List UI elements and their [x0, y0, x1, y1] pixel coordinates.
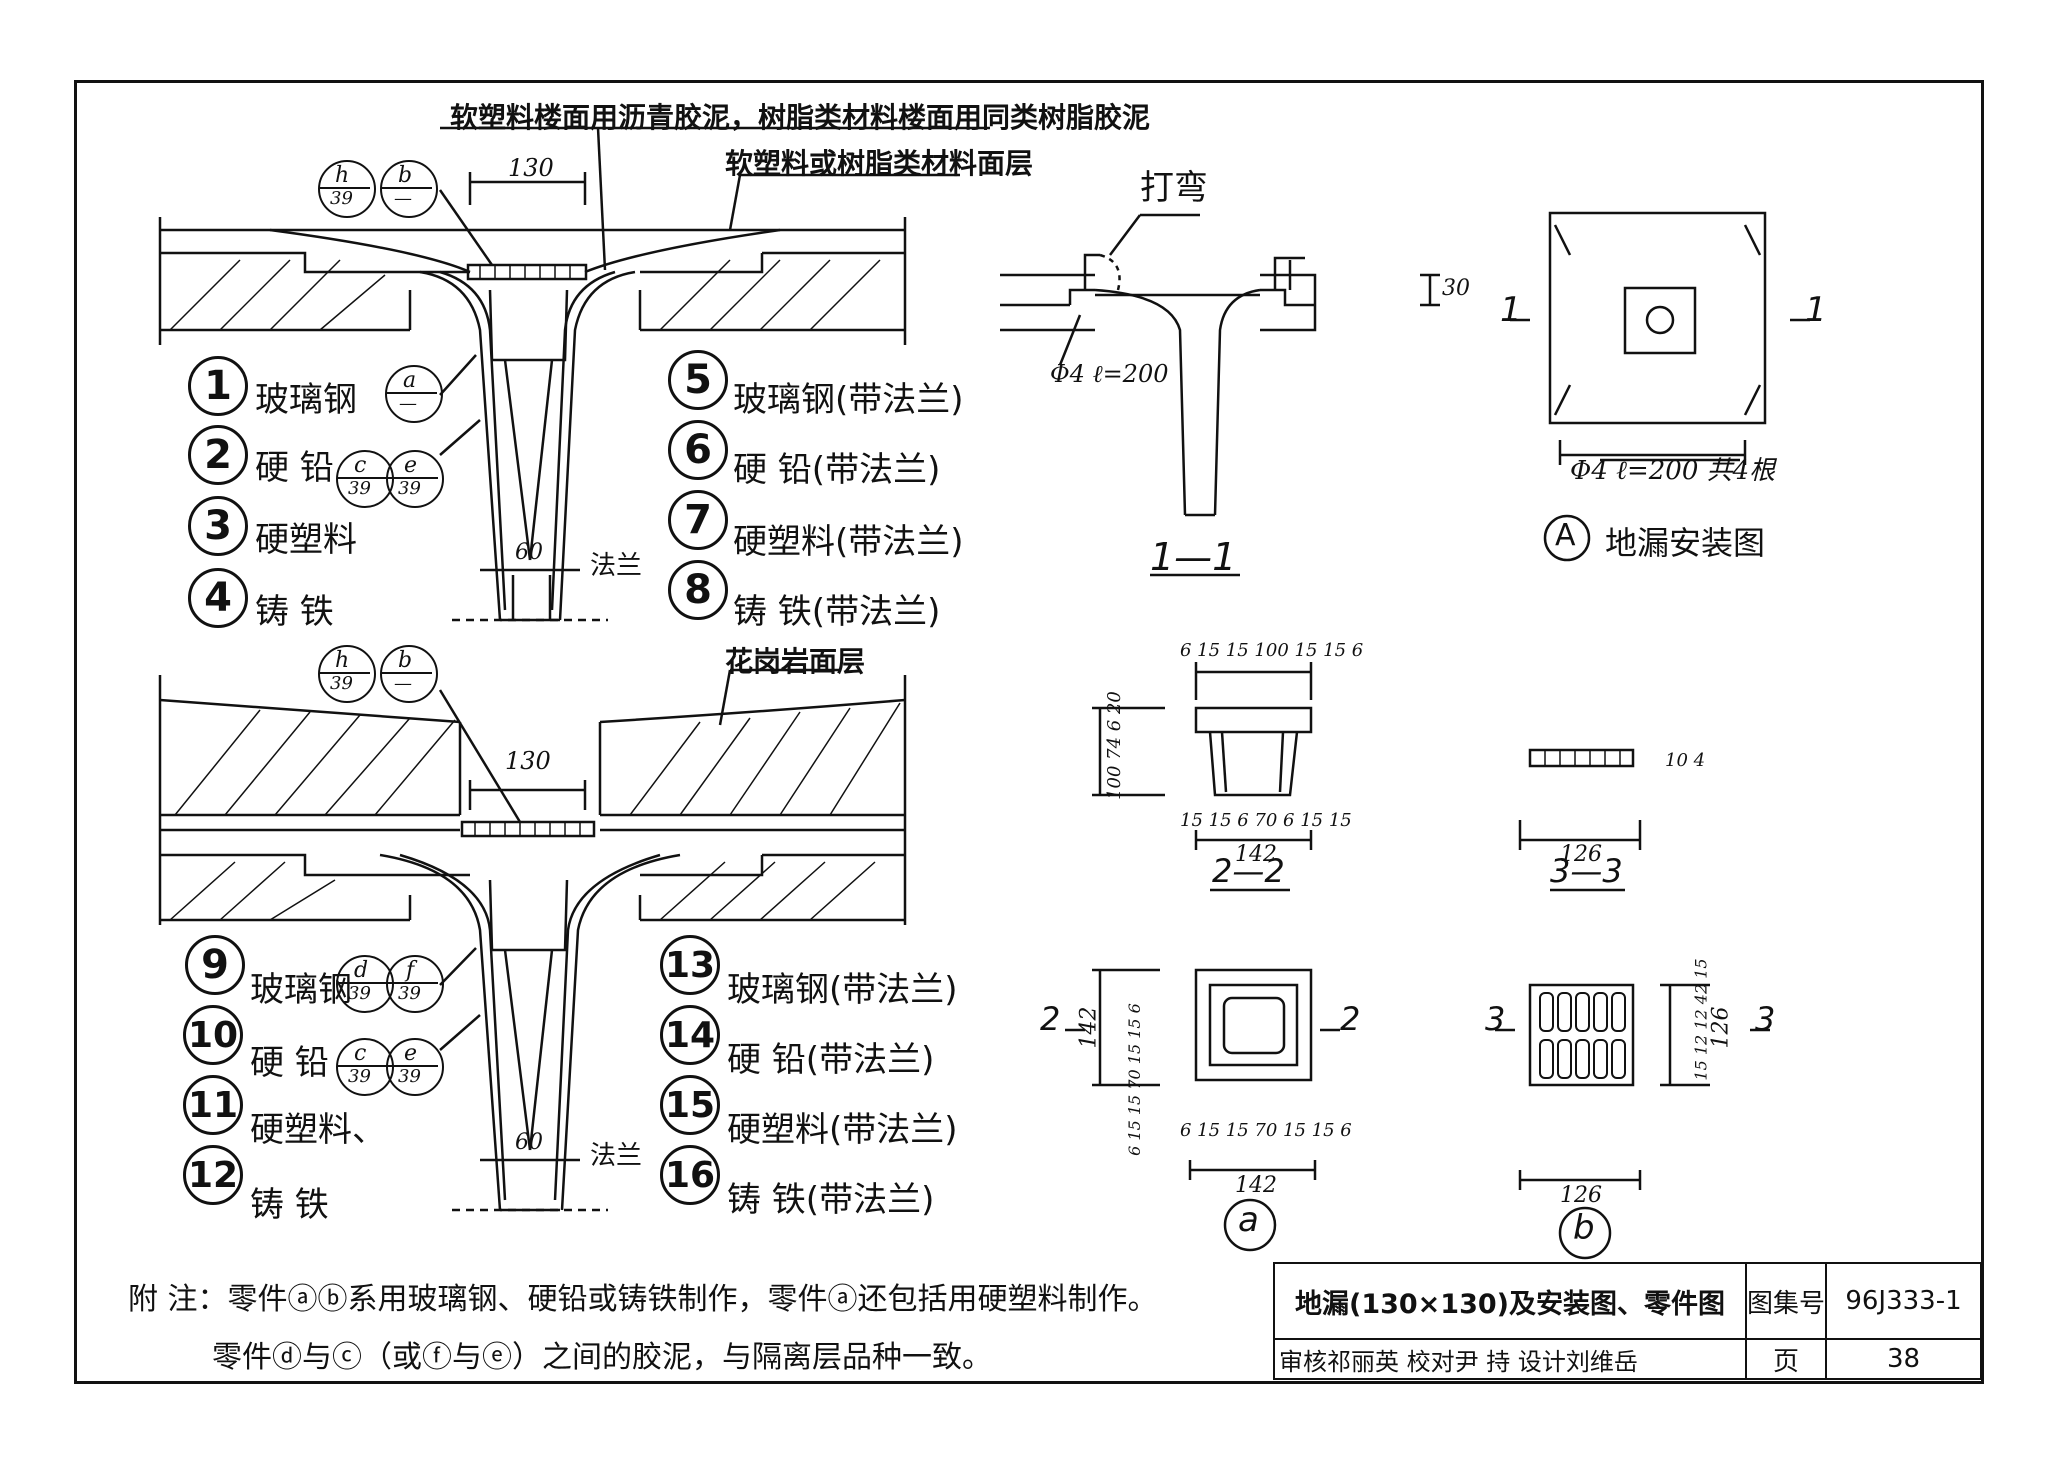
material-number: 14	[660, 1005, 720, 1065]
material-number: 15	[660, 1075, 720, 1135]
lower-floor-section	[158, 668, 907, 1212]
material-number: 10	[183, 1005, 243, 1065]
b-width: 126	[1560, 1183, 1602, 1208]
material-name: 铸 铁(带法兰)	[727, 1180, 935, 1220]
detail-a-title: 地漏安装图	[1605, 524, 1766, 562]
callout-surface: 软塑料或树脂类材料面层	[725, 147, 1034, 180]
material-number: 16	[660, 1145, 720, 1205]
part-b-plan-drawing	[1495, 983, 1770, 1260]
material-number: 4	[188, 568, 248, 628]
material-number: 12	[183, 1145, 243, 1205]
cut-2-left: 2	[1040, 1000, 1061, 1038]
material-number: 2	[188, 425, 248, 485]
a-height: 142	[1076, 1006, 1102, 1049]
material-name: 硬 铅	[250, 1043, 329, 1083]
cut-1-left: 1	[1500, 290, 1522, 330]
section-2-2-label: 2—2	[1212, 852, 1285, 890]
b-height: 126	[1708, 1006, 1734, 1049]
drawing-border	[74, 80, 1984, 1384]
section-3-3-label: 3—3	[1550, 852, 1623, 890]
note-line-2: 零件ⓓ与ⓒ（或ⓕ与ⓔ）之间的胶泥，与隔离层品种一致。	[212, 1340, 992, 1375]
note-line-1: 附 注：零件ⓐⓑ系用玻璃钢、硬铅或铸铁制作，零件ⓐ还包括用硬塑料制作。	[128, 1282, 1158, 1317]
detail-a-letter: A	[1555, 518, 1576, 553]
dim-30: 30	[1442, 276, 1470, 301]
cut-3-right: 3	[1755, 1000, 1776, 1038]
material-name: 硬塑料	[255, 520, 357, 560]
material-name: 铸 铁	[250, 1185, 329, 1225]
b-height-detail: 15 12 12 42 15	[1691, 958, 1711, 1081]
flange-label-bottom: 法兰	[590, 1141, 643, 1171]
part-a-label: a	[1238, 1200, 1259, 1240]
section-1-1-drawing	[1000, 213, 1440, 577]
material-name: 玻璃钢	[250, 970, 352, 1010]
material-name: 硬塑料(带法兰)	[727, 1110, 958, 1150]
page-number: 38	[1825, 1338, 1982, 1380]
material-number: 11	[183, 1075, 243, 1135]
material-name: 铸 铁	[255, 592, 334, 632]
dim-130-top: 130	[508, 154, 554, 182]
s22-height-dims: 100 74 6 20	[1103, 691, 1125, 800]
detail-a-plan-drawing	[1510, 211, 1810, 562]
material-name: 硬 铅	[255, 448, 334, 488]
material-number: 3	[188, 496, 248, 556]
dim-60-top: 60	[515, 540, 543, 565]
material-number: 5	[668, 350, 728, 410]
material-name: 玻璃钢(带法兰)	[727, 970, 958, 1010]
cut-1-right: 1	[1805, 290, 1827, 330]
flange-label-top: 法兰	[590, 551, 643, 581]
section-2-2-drawing	[1092, 662, 1313, 892]
dim-130-bottom: 130	[505, 747, 551, 775]
material-name: 硬 铅(带法兰)	[733, 450, 941, 490]
s22-top-dims: 6 15 15 100 15 15 6	[1180, 640, 1364, 661]
dim-60-bottom: 60	[515, 1130, 543, 1155]
a-bottom-dims: 6 15 15 70 15 15 6	[1180, 1120, 1352, 1141]
drawing-title: 地漏(130×130)及安装图、零件图	[1273, 1262, 1747, 1340]
section-1-1-label: 1—1	[1150, 535, 1237, 579]
callout-sealant: 软塑料楼面用沥青胶泥，树脂类材料楼面用同类树脂胶泥	[450, 101, 1151, 134]
material-number: 6	[668, 420, 728, 480]
bend-label: 打弯	[1140, 168, 1208, 208]
a-height-detail: 6 15 15 70 15 15 6	[1124, 1003, 1144, 1156]
part-b-label: b	[1573, 1208, 1595, 1248]
material-name: 硬 铅(带法兰)	[727, 1040, 935, 1080]
atlas-number: 96J333-1	[1825, 1262, 1982, 1340]
rod-label: Φ4 ℓ=200	[1050, 360, 1169, 388]
material-name: 硬塑料(带法兰)	[733, 522, 964, 562]
rod-four-label: Φ4 ℓ=200 共4根	[1570, 456, 1776, 486]
material-number: 1	[188, 356, 248, 416]
material-name: 硬塑料、	[250, 1110, 386, 1150]
title-block: 地漏(130×130)及安装图、零件图 图集号 96J333-1 审核祁丽英 校…	[1273, 1262, 1982, 1380]
page-label: 页	[1745, 1338, 1827, 1380]
s22-bottom-dims: 15 15 6 70 6 15 15	[1180, 810, 1352, 831]
cut-2-right: 2	[1340, 1000, 1361, 1038]
s33-height: 10 4	[1665, 750, 1706, 771]
material-number: 8	[668, 560, 728, 620]
section-3-3-drawing	[1518, 748, 1642, 892]
part-a-plan-drawing	[1065, 968, 1340, 1252]
s33-width: 126	[1560, 842, 1602, 867]
atlas-label: 图集号	[1745, 1262, 1827, 1340]
material-name: 玻璃钢	[255, 380, 357, 420]
material-name: 铸 铁(带法兰)	[733, 592, 941, 632]
signoff-row: 审核祁丽英 校对尹 持 设计刘维岳	[1273, 1338, 1747, 1380]
material-number: 13	[660, 935, 720, 995]
cut-3-left: 3	[1485, 1000, 1506, 1038]
granite-surface-label: 花岗岩面层	[725, 645, 866, 678]
material-name: 玻璃钢(带法兰)	[733, 380, 964, 420]
material-number: 9	[185, 935, 245, 995]
a-width: 142	[1235, 1173, 1277, 1198]
upper-floor-section	[158, 126, 990, 622]
s22-width: 142	[1235, 842, 1277, 867]
material-number: 7	[668, 490, 728, 550]
